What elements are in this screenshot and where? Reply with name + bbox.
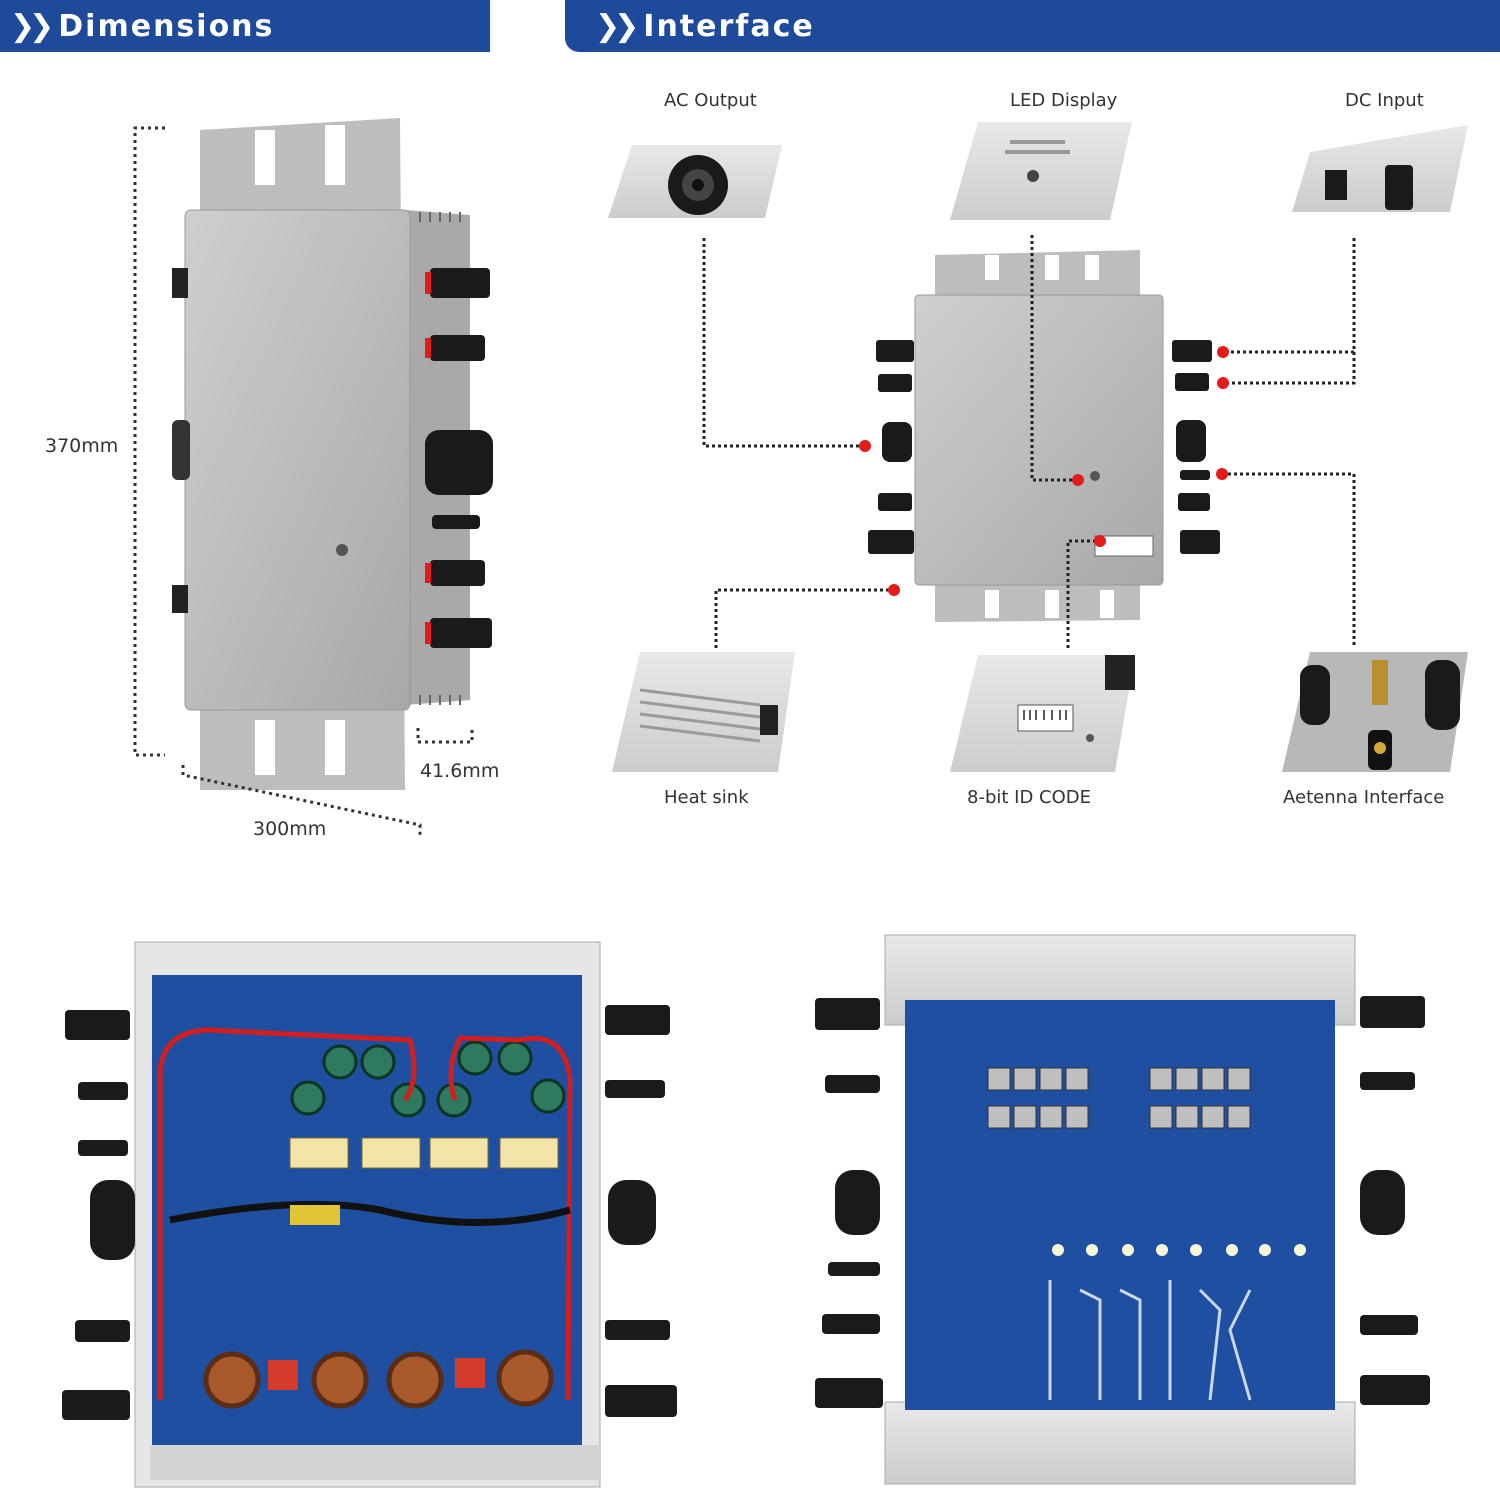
dimension-lines <box>133 126 474 835</box>
leader-lines <box>702 235 1356 648</box>
pcb-interior-left <box>62 941 677 1488</box>
id-code-thumbnail <box>950 655 1135 772</box>
id-code-label: 8-bit ID CODE <box>967 787 1092 808</box>
chevron-right-icon: ❯❯ <box>595 8 639 44</box>
antenna-thumbnail <box>1282 652 1468 772</box>
heat-sink-thumbnail <box>612 652 795 772</box>
marker-dots <box>859 346 1229 596</box>
led-display-label: LED Display <box>1010 90 1118 111</box>
antenna-interface-label: Aetenna Interface <box>1283 787 1445 808</box>
ac-output-thumbnail <box>608 145 782 218</box>
width-dimension: 300mm <box>253 818 327 840</box>
pcb-interior-right <box>815 934 1430 1485</box>
dimensions-title: Dimensions <box>58 8 275 44</box>
interface-header: ❯❯ Interface <box>565 0 1500 52</box>
height-dimension: 370mm <box>45 435 119 457</box>
chevron-right-icon: ❯❯ <box>10 8 54 44</box>
inverter-front-view <box>172 118 493 790</box>
interface-title: Interface <box>643 8 815 44</box>
depth-dimension: 41.6mm <box>420 760 500 782</box>
dc-input-label: DC Input <box>1345 90 1424 111</box>
heat-sink-label: Heat sink <box>664 787 749 808</box>
dimensions-header: ❯❯ Dimensions <box>0 0 490 52</box>
dc-input-thumbnail <box>1292 125 1468 212</box>
inverter-interface-view <box>868 250 1220 622</box>
led-display-thumbnail <box>950 122 1132 220</box>
ac-output-label: AC Output <box>664 90 757 111</box>
